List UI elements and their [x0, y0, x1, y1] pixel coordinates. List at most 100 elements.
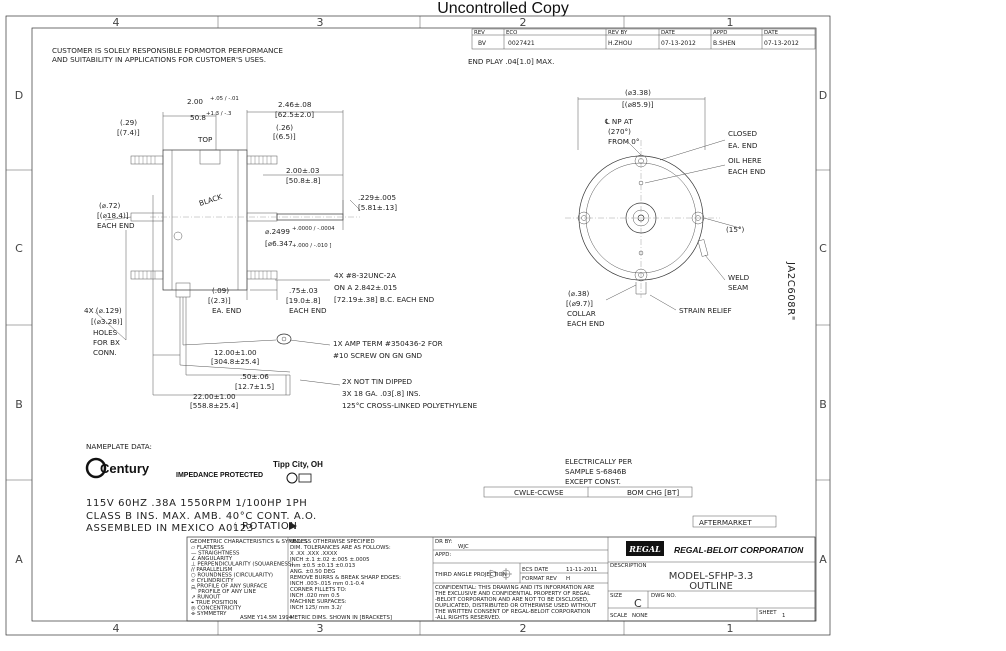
rev-cell-appd: B.SHEN [713, 40, 736, 47]
ecs-date-label: ECS DATE [522, 567, 549, 573]
collar-line2: EACH END [567, 319, 605, 328]
rev-cell-revby: H.ZHOU [608, 40, 632, 47]
electrical-line1: ELECTRICALLY PER [565, 457, 632, 466]
weld-line1: WELD [728, 273, 750, 282]
format-rev-value: H [566, 576, 570, 582]
tol-line: CORNER FILLETS TO: [290, 587, 347, 593]
dim-0-09: (.09) [212, 286, 229, 295]
holes-line4: FOR BX [93, 338, 120, 347]
tol-line: X .XX .XXX .XXXX [290, 551, 338, 557]
tipp-city: Tipp City, OH [273, 460, 323, 469]
stud-right-top [246, 155, 278, 165]
dim-2-00b: 2.00±.03 [286, 166, 319, 175]
ea-end-label: EA. END [212, 306, 242, 315]
tol-line: METRIC DIMS. SHOWN IN [BRACKETS] [290, 615, 392, 621]
gdt-item: ⏥ FLATNESS [191, 545, 225, 551]
dim-2-00-value: 2.00 [187, 97, 203, 106]
dim-0-26: (.26) [276, 123, 293, 132]
century-brand: Century [100, 461, 150, 476]
rev-cell-date: 07-13-2012 [661, 40, 696, 47]
size-value: C [634, 597, 642, 610]
format-rev-label: FORMAT REV [522, 576, 557, 582]
tol-line: INCH .003-.015 mm 0.1-0.4 [290, 581, 365, 587]
rev-cell-date2: 07-13-2012 [764, 40, 799, 47]
customer-note-line1: CUSTOMER IS SOLELY RESPONSIBLE FORMOTOR … [52, 46, 283, 55]
company-name: REGAL-BELOIT CORPORATION [674, 545, 804, 555]
shaft-diameter-mm-tol: +.000 / -.010 ] [292, 243, 332, 249]
lead-note-line1: 2X NOT TIN DIPPED [342, 377, 413, 386]
electrical-box-right: BOM CHG [BT] [627, 488, 679, 497]
tol-line: REMOVE BURRS & BREAK SHARP EDGES: [290, 575, 401, 581]
regal-logo-text: REGAL [628, 544, 661, 554]
top-label: TOP [197, 135, 213, 144]
dim-50-8-value: 50.8 [190, 113, 206, 122]
dim-50-8-tol: +1.3 / -.3 [206, 111, 231, 117]
title-block [186, 536, 816, 622]
zone-ticks [6, 16, 830, 635]
dim-0-29: (.29) [120, 118, 137, 127]
gdt-item: ⌖ TRUE POSITION [191, 600, 238, 606]
gdt-item: — STRAIGHTNESS [191, 551, 240, 557]
ul-csa-mark-icon [286, 472, 312, 484]
zone-top-4: 4 [113, 16, 120, 29]
dim-22-00: 22.00±1.00 [193, 392, 236, 401]
oil-line2: EACH END [728, 167, 766, 176]
shaft-diameter: ⌀.2499 [265, 227, 290, 236]
np-line1: ℄ NP AT [605, 117, 633, 126]
gdt-item: ⊥ PERPENDICULARITY (SQUARENESS) [191, 562, 293, 568]
dim-0-229: .229±.005 [358, 193, 396, 202]
confidential-line: DUPLICATED, DISTRIBUTED OR OTHERWISE USE… [435, 603, 597, 609]
zone-right-c: C [819, 242, 827, 255]
closed-line1: CLOSED [728, 129, 758, 138]
uncontrolled-copy-title: Uncontrolled Copy [437, 0, 569, 17]
holes-line1: 4X (⌀.129) [84, 306, 122, 315]
customer-note-line2: AND SUITABILITY IN APPLICATIONS FOR CUST… [52, 55, 266, 64]
oil-line1: OIL HERE [728, 156, 762, 165]
aftermarket-label: AFTERMARKET [699, 518, 752, 527]
each-end-label: EACH END [97, 221, 135, 230]
motor-body [162, 149, 248, 291]
third-angle-projection-icon [489, 568, 512, 580]
zone-bottom-4: 4 [113, 622, 120, 635]
screw-note-line3: [72.19±.38] B.C. EACH END [334, 295, 435, 304]
zone-top-2: 2 [520, 16, 527, 29]
dim-2-00-tol: +.05 / -.01 [210, 96, 239, 102]
zone-right-a: A [819, 553, 827, 566]
each-end-label-2: EACH END [289, 306, 327, 315]
motor-end-view: (⌀3.38) [(⌀85.9)] ℄ NP AT (270°) FROM 0°… [565, 88, 766, 328]
gdt-item: ∠ ANGULARITY [191, 556, 233, 562]
rev-header-date2: DATE [764, 30, 779, 36]
gdt-item: ○ ROUNDNESS (CIRCULARITY) [191, 573, 273, 579]
dim-dia-18-4: [(⌀18.4)] [97, 211, 129, 220]
scale-label: SCALE [610, 613, 628, 619]
zone-left-b: B [15, 398, 23, 411]
electrical-line2: SAMPLE S-6846B [565, 467, 626, 476]
holes-line2: [(⌀3.28)] [91, 317, 123, 326]
zone-right-d: D [819, 89, 827, 102]
size-label: SIZE [610, 593, 623, 599]
screw-note-line1: 4X #8-32UNC-2A [334, 271, 396, 280]
zone-left-c: C [15, 242, 23, 255]
dia-3-38: (⌀3.38) [625, 88, 651, 97]
gdt-item: ⌭ CYLINDRICITY [191, 578, 234, 584]
tol-line: ANG. ±0.50 DEG [290, 569, 335, 575]
dia-0-38: (⌀.38) [568, 289, 590, 298]
rev-header-eco: ECO [506, 30, 517, 36]
zone-left-a: A [15, 553, 23, 566]
dr-by-label: DR BY: [435, 539, 453, 545]
zone-right-b: B [819, 398, 827, 411]
weld-seam [697, 239, 709, 257]
dim-558-8: [558.8±25.4] [190, 401, 238, 410]
tol-line: INCH 125/ mm 3.2/ [290, 605, 342, 611]
zone-bottom-2: 2 [520, 622, 527, 635]
aftermarket-box [692, 515, 777, 528]
confidential-line: CONFIDENTIAL: THIS DRAWING AND ITS INFOR… [435, 585, 595, 591]
third-angle-label: THIRD ANGLE PROJECTION [434, 572, 507, 578]
gdt-item: ◎ CONCENTRICITY [191, 606, 242, 612]
description-label: DESCRIPTION [610, 563, 647, 569]
zone-bottom-3: 3 [317, 622, 324, 635]
gdt-title: GEOMETRIC CHARACTERISTICS & SYMBOLS [190, 539, 308, 545]
rotation-arrow-icon: ROTATION [233, 521, 297, 532]
weld-line2: SEAM [728, 283, 748, 292]
